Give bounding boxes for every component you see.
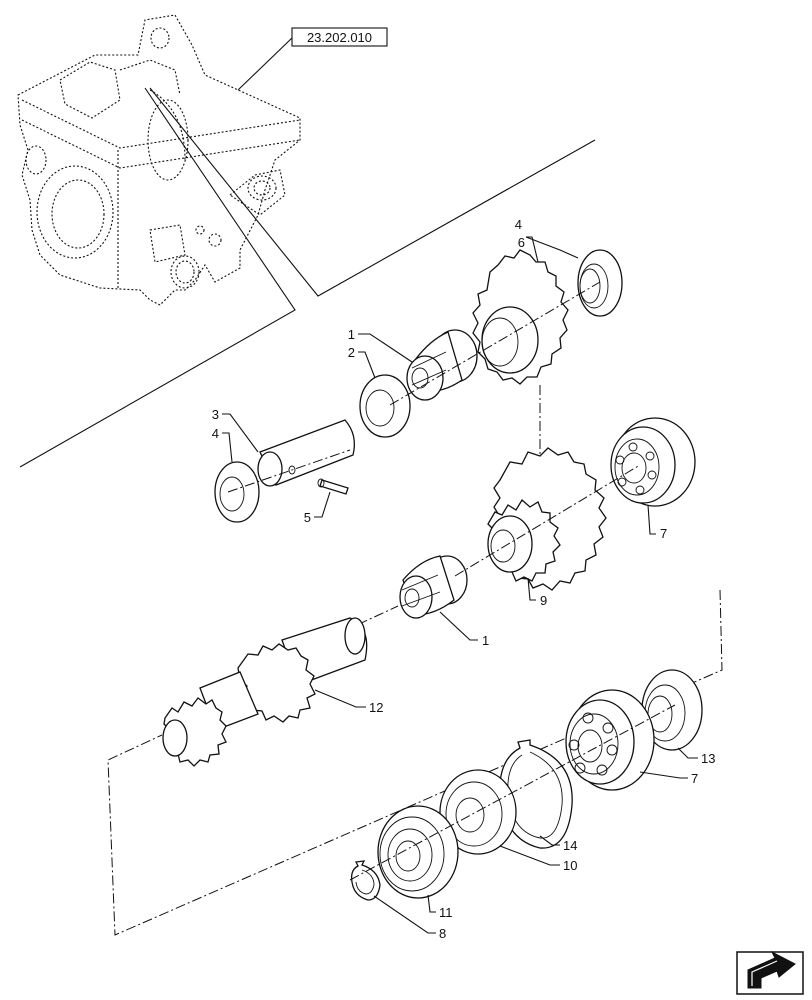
callout-8: 8 <box>439 926 446 941</box>
gear-upper <box>472 249 569 385</box>
ball-bearing-lower <box>565 689 655 791</box>
reference-leader <box>237 37 293 91</box>
callout-11: 11 <box>439 905 453 920</box>
axis-line <box>349 704 676 881</box>
callout-6: 6 <box>518 235 525 250</box>
callout-12: 12 <box>369 700 383 715</box>
thrust-washer-upper <box>577 249 623 317</box>
thrust-washer-lower <box>214 461 260 523</box>
callout-13: 13 <box>701 751 715 766</box>
callout-5: 5 <box>304 510 311 525</box>
main-shaft <box>162 617 368 767</box>
thrust-washer-2 <box>359 374 411 438</box>
spacer-washer <box>439 769 517 855</box>
callout-3: 3 <box>212 407 219 422</box>
callout-14: 14 <box>563 838 577 853</box>
leader-lines <box>222 236 698 934</box>
section-line-left <box>19 87 296 468</box>
snap-ring-large <box>499 739 573 849</box>
callouts: 4 6 1 2 3 4 5 7 9 1 12 13 7 14 10 11 8 <box>212 217 716 941</box>
section-line-right <box>149 87 596 297</box>
callout-4-lower: 4 <box>212 426 219 441</box>
reference-box[interactable]: 23.202.010 <box>291 27 388 47</box>
callout-1-upper: 1 <box>348 327 355 342</box>
needle-bearing-upper <box>406 329 478 401</box>
next-page-arrow-icon[interactable] <box>736 950 804 995</box>
group-frame <box>107 589 723 936</box>
callout-9: 9 <box>540 593 547 608</box>
callout-10: 10 <box>563 858 577 873</box>
roll-pin <box>317 478 349 495</box>
callout-7-upper: 7 <box>660 526 667 541</box>
cluster-gear <box>487 447 607 591</box>
callout-7-lower: 7 <box>691 771 698 786</box>
reference-label: 23.202.010 <box>307 30 372 45</box>
callout-1-lower: 1 <box>482 633 489 648</box>
axis-line <box>389 281 601 406</box>
pin-shaft <box>257 419 356 487</box>
callout-2: 2 <box>348 345 355 360</box>
bearing-cover <box>377 805 459 899</box>
housing-phantom <box>17 14 301 306</box>
axis-line <box>227 449 351 493</box>
needle-bearing-lower <box>399 555 468 619</box>
circlip-small <box>350 860 381 901</box>
callout-4-upper: 4 <box>515 217 522 232</box>
ball-bearing-upper <box>610 417 696 507</box>
